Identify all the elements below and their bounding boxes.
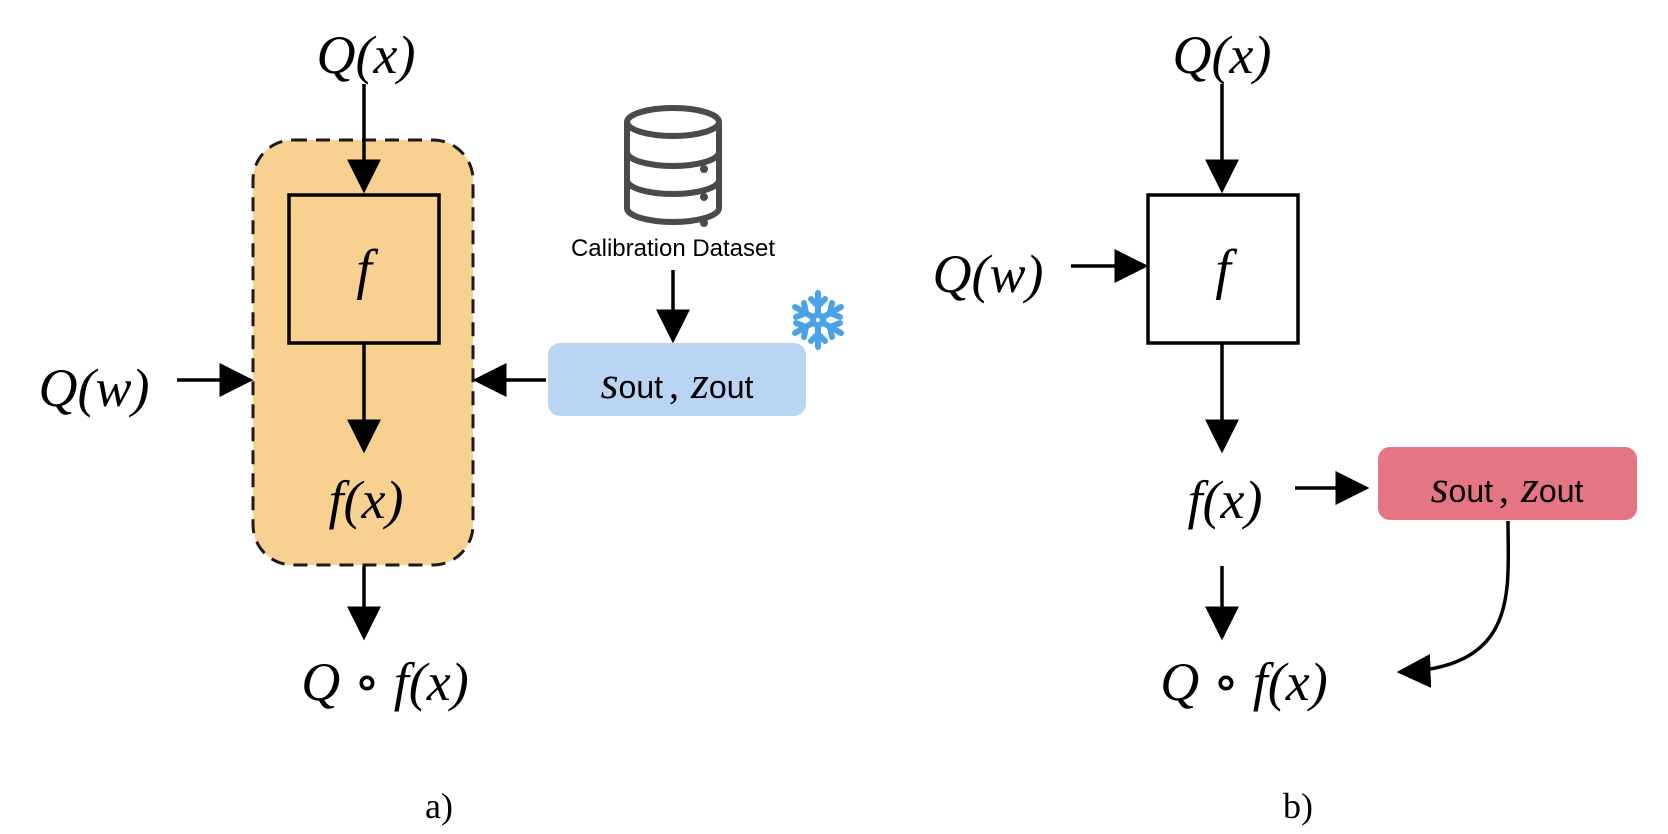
panel-a-label: a) [425, 786, 453, 826]
calibration-dataset-label: Calibration Dataset [571, 235, 775, 262]
panel-b: Q(x) f Q(w) f(x) sout,zout Q ∘ f(x) b) [933, 25, 1637, 826]
input-activation-label: Q(x) [317, 25, 416, 85]
snowflake-icon [792, 290, 844, 350]
panel-b-label: b) [1283, 786, 1313, 826]
function-output-label: f(x) [1188, 470, 1263, 530]
dynamic-params-label: sout,zout [1431, 461, 1584, 512]
calibrated-params-box [548, 343, 806, 416]
dynamic-params-box [1378, 447, 1637, 520]
input-weight-label: Q(w) [39, 358, 150, 418]
arrow-params-to-output [1396, 520, 1511, 688]
quantized-output-label: Q ∘ f(x) [1160, 652, 1327, 712]
input-activation-label: Q(x) [1173, 25, 1272, 85]
panel-a: Q(x) f f(x) Q(w) Q ∘ f(x) Calibration Da… [39, 25, 844, 826]
quantized-output-label: Q ∘ f(x) [301, 652, 468, 712]
function-output-label: f(x) [329, 470, 404, 530]
calibrated-params-label: sout,zout [601, 357, 754, 408]
input-weight-label: Q(w) [933, 244, 1044, 304]
database-icon [624, 105, 722, 227]
